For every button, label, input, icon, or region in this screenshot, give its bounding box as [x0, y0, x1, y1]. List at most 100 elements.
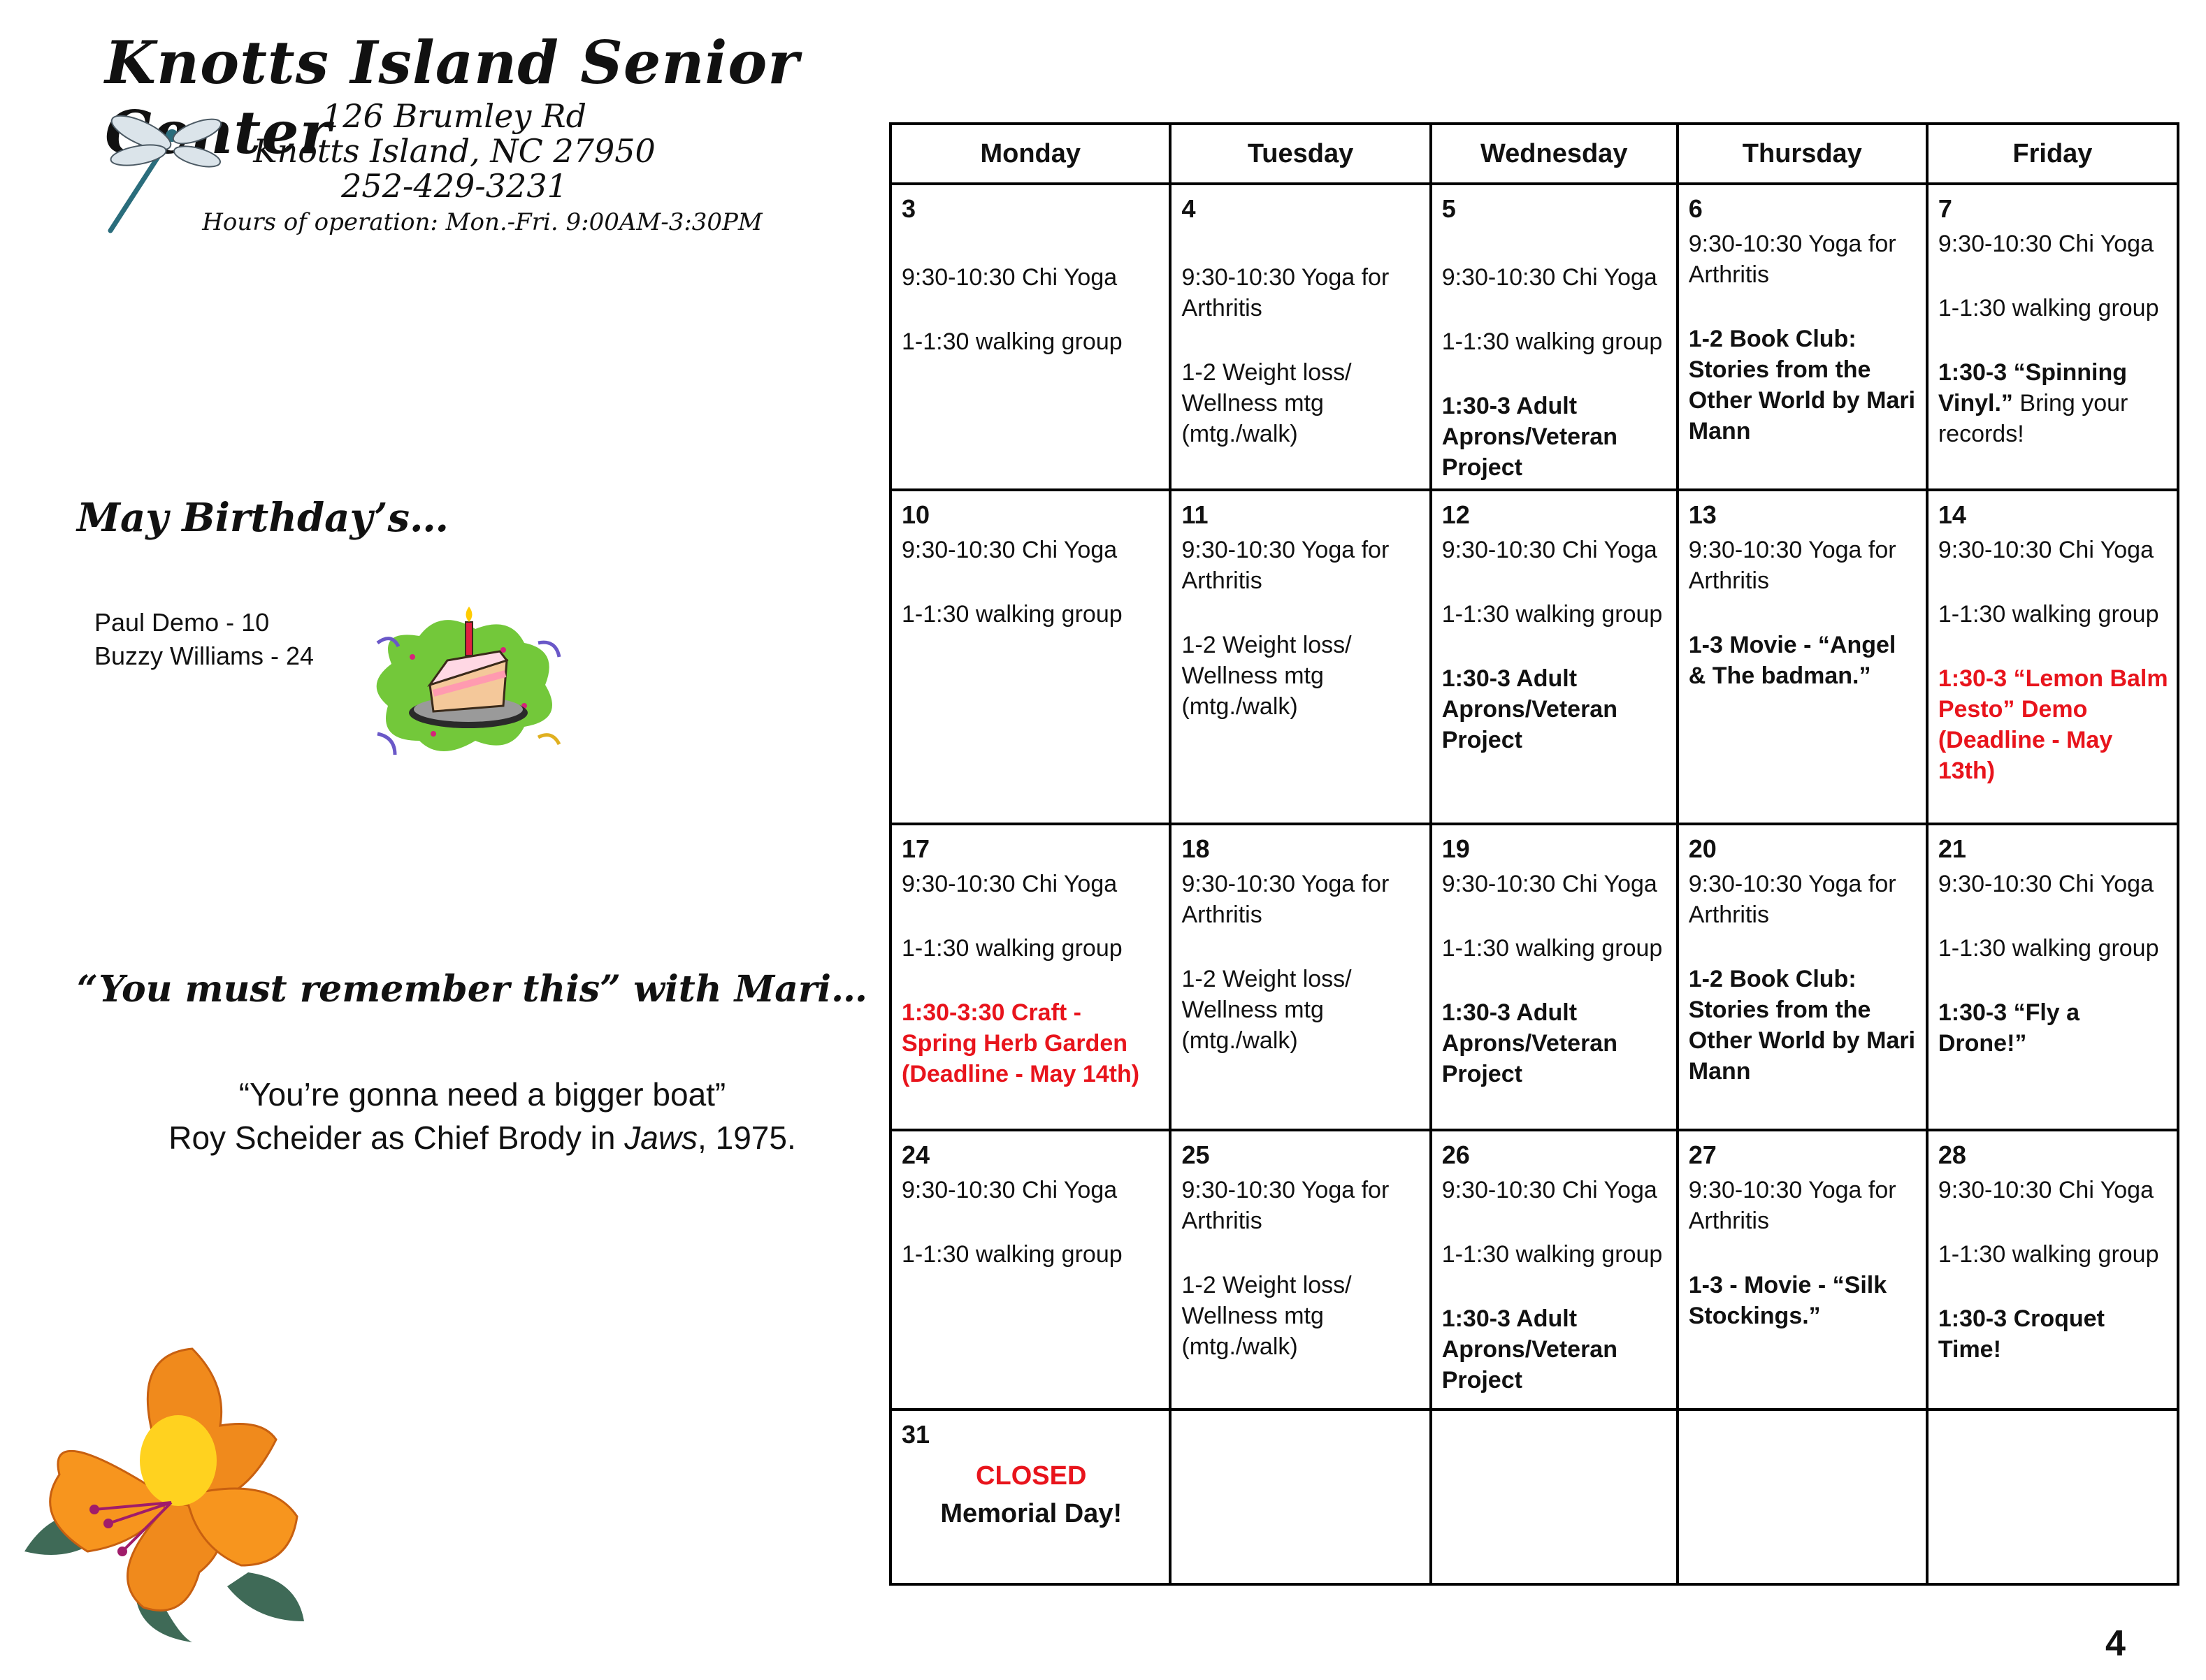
film-title: Jaws: [624, 1120, 698, 1156]
event-text: 9:30-10:30 Yoga for Arthritis: [1181, 1177, 1390, 1234]
calendar-day-cell-empty: [1429, 1408, 1679, 1586]
day-number: 6: [1688, 194, 1703, 223]
calendar-day-cell: 14 9:30-10:30 Chi Yoga 1-1:30 walking gr…: [1925, 488, 2180, 825]
remember-heading: “You must remember this” with Mari…: [77, 968, 868, 1011]
calendar-day-cell-empty: [1675, 1408, 1929, 1586]
event-text: 1-1:30 walking group: [1441, 601, 1663, 628]
calendar-week-row: 24 9:30-10:30 Chi Yoga 1-1:30 walking gr…: [888, 1129, 2180, 1411]
calendar-day-cell: 11 9:30-10:30 Yoga for Arthritis 1-2 Wei…: [1169, 488, 1432, 825]
event-text: 9:30-10:30 Chi Yoga: [902, 1177, 1118, 1203]
calendar-week-row: 17 9:30-10:30 Chi Yoga 1-1:30 walking gr…: [888, 823, 2180, 1131]
birthday-cake-icon: [376, 607, 561, 755]
day-number: 3: [902, 194, 916, 223]
calendar-day-cell: 20 9:30-10:30 Yoga for Arthritis 1-2 Boo…: [1675, 823, 1929, 1131]
birthday-item: Buzzy Williams - 24: [94, 642, 315, 670]
event-text: 1-2 Weight loss/ Wellness mtg (mtg./walk…: [1181, 1272, 1352, 1360]
phone-number: 252-429-3231: [341, 167, 568, 205]
event-text: 9:30-10:30 Chi Yoga: [902, 871, 1118, 897]
address-city: Knotts Island, NC 27950: [253, 132, 656, 170]
calendar-day-cell: 6 9:30-10:30 Yoga for Arthritis 1-2 Book…: [1675, 182, 1929, 491]
event-text: 1-2 Book Club: Stories from the Other Wo…: [1688, 326, 1916, 444]
event-text: 9:30-10:30 Chi Yoga: [1441, 264, 1657, 291]
day-number: 14: [1938, 500, 1966, 529]
event-text: 1-3 - Movie - “Silk Stockings.”: [1688, 1272, 1887, 1329]
day-number: 18: [1181, 834, 1210, 863]
calendar-day-cell: 19 9:30-10:30 Chi Yoga 1-1:30 walking gr…: [1429, 823, 1679, 1131]
event-text: 9:30-10:30 Chi Yoga: [1938, 537, 2154, 563]
event-text: 1-1:30 walking group: [902, 1241, 1123, 1268]
day-number: 20: [1688, 834, 1717, 863]
calendar-header-row: Monday Tuesday Wednesday Thursday Friday: [888, 122, 2180, 185]
day-number: 21: [1938, 834, 1966, 863]
calendar-day-cell: 24 9:30-10:30 Chi Yoga 1-1:30 walking gr…: [888, 1129, 1172, 1411]
calendar-table: Monday Tuesday Wednesday Thursday Friday…: [888, 122, 2180, 1586]
movie-quote-block: “You’re gonna need a bigger boat” Roy Sc…: [140, 1073, 825, 1159]
calendar-day-cell: 25 9:30-10:30 Yoga for Arthritis 1-2 Wei…: [1169, 1129, 1432, 1411]
event-text: 1-1:30 walking group: [1938, 601, 2159, 628]
calendar-day-cell: 28 9:30-10:30 Chi Yoga 1-1:30 walking gr…: [1925, 1129, 2180, 1411]
event-text: 9:30-10:30 Chi Yoga: [1938, 1177, 2154, 1203]
calendar-day-cell: 10 9:30-10:30 Chi Yoga 1-1:30 walking gr…: [888, 488, 1172, 825]
calendar-day-cell: 17 9:30-10:30 Chi Yoga 1-1:30 walking gr…: [888, 823, 1172, 1131]
calendar-day-cell: 13 9:30-10:30 Yoga for Arthritis 1-3 Mov…: [1675, 488, 1929, 825]
day-number: 12: [1441, 500, 1470, 529]
day-header: Thursday: [1675, 122, 1929, 185]
hours-of-operation: Hours of operation: Mon.-Fri. 9:00AM-3:3…: [202, 208, 763, 236]
attribution-text: Roy Scheider as Chief Brody in: [168, 1120, 625, 1156]
day-number: 7: [1938, 194, 1952, 223]
calendar-day-cell: 5 9:30-10:30 Chi Yoga 1-1:30 walking gro…: [1429, 182, 1679, 491]
event-text: 1-2 Weight loss/ Wellness mtg (mtg./walk…: [1181, 632, 1352, 720]
orange-flower-icon: [24, 1347, 304, 1642]
calendar-week-row: 10 9:30-10:30 Chi Yoga 1-1:30 walking gr…: [888, 488, 2180, 825]
event-text: 1:30-3 Adult Aprons/Veteran Project: [1441, 665, 1617, 753]
event-text: 1-1:30 walking group: [902, 935, 1123, 962]
calendar-week-row: 3 9:30-10:30 Chi Yoga 1-1:30 walking gro…: [888, 182, 2180, 491]
calendar-day-cell: 7 9:30-10:30 Chi Yoga 1-1:30 walking gro…: [1925, 182, 2180, 491]
birthdays-heading: May Birthday’s…: [77, 495, 449, 541]
event-text: 1:30-3 “Fly a Drone!”: [1938, 999, 2080, 1057]
calendar-day-cell-empty: [1925, 1408, 2180, 1586]
event-text: 1:30-3 “Spinning Vinyl.”: [1938, 359, 2127, 417]
event-text: 1:30-3 Adult Aprons/Veteran Project: [1441, 999, 1617, 1087]
event-text: 9:30-10:30 Chi Yoga: [1441, 537, 1657, 563]
event-text: Bring your records!: [1938, 390, 2128, 447]
center-header: Knotts Island Senior Center 126 Brumley …: [105, 28, 860, 236]
day-number: 5: [1441, 194, 1456, 223]
birthday-item: Paul Demo - 10: [94, 608, 270, 637]
event-text: 1-1:30 walking group: [1938, 295, 2159, 321]
event-text: 1-2 Weight loss/ Wellness mtg (mtg./walk…: [1181, 966, 1352, 1054]
event-text: 9:30-10:30 Chi Yoga: [902, 537, 1118, 563]
event-text: 1:30-3 Croquet Time!: [1938, 1305, 2105, 1363]
event-text: 1-1:30 walking group: [1441, 328, 1663, 355]
day-number: 11: [1181, 500, 1209, 529]
event-text-highlight: 1:30-3 “Lemon Balm Pesto” Demo (Deadline…: [1938, 665, 2168, 784]
event-text: 1-1:30 walking group: [1441, 1241, 1663, 1268]
day-number: 31: [902, 1420, 930, 1449]
day-number: 25: [1181, 1140, 1210, 1169]
event-text: 9:30-10:30 Yoga for Arthritis: [1181, 871, 1390, 928]
day-number: 19: [1441, 834, 1470, 863]
event-text: 1-1:30 walking group: [902, 601, 1123, 628]
event-text: 9:30-10:30 Chi Yoga: [902, 264, 1118, 291]
calendar-day-cell: 21 9:30-10:30 Chi Yoga 1-1:30 walking gr…: [1925, 823, 2180, 1131]
event-text: 9:30-10:30 Yoga for Arthritis: [1181, 537, 1390, 594]
day-header: Tuesday: [1169, 122, 1432, 185]
day-number: 27: [1688, 1140, 1717, 1169]
center-name: Knotts Island Senior Center: [105, 28, 800, 167]
event-text: 1:30-3 Adult Aprons/Veteran Project: [1441, 393, 1617, 481]
holiday-label: Memorial Day!: [940, 1499, 1123, 1528]
event-text: 9:30-10:30 Chi Yoga: [1938, 231, 2154, 257]
event-text: 1-1:30 walking group: [902, 328, 1123, 355]
event-text: 9:30-10:30 Yoga for Arthritis: [1688, 1177, 1896, 1234]
day-number: 28: [1938, 1140, 1966, 1169]
day-number: 17: [902, 834, 930, 863]
day-number: 10: [902, 500, 930, 529]
event-text-highlight: 1:30-3:30 Craft - Spring Herb Garden (De…: [902, 999, 1140, 1087]
attribution-year: , 1975.: [698, 1120, 796, 1156]
event-text: 9:30-10:30 Chi Yoga: [1938, 871, 2154, 897]
dragonfly-icon: [108, 115, 222, 233]
calendar-day-cell: 4 9:30-10:30 Yoga for Arthritis 1-2 Weig…: [1169, 182, 1432, 491]
calendar-day-cell: 3 9:30-10:30 Chi Yoga 1-1:30 walking gro…: [888, 182, 1172, 491]
event-text: 9:30-10:30 Yoga for Arthritis: [1688, 537, 1896, 594]
